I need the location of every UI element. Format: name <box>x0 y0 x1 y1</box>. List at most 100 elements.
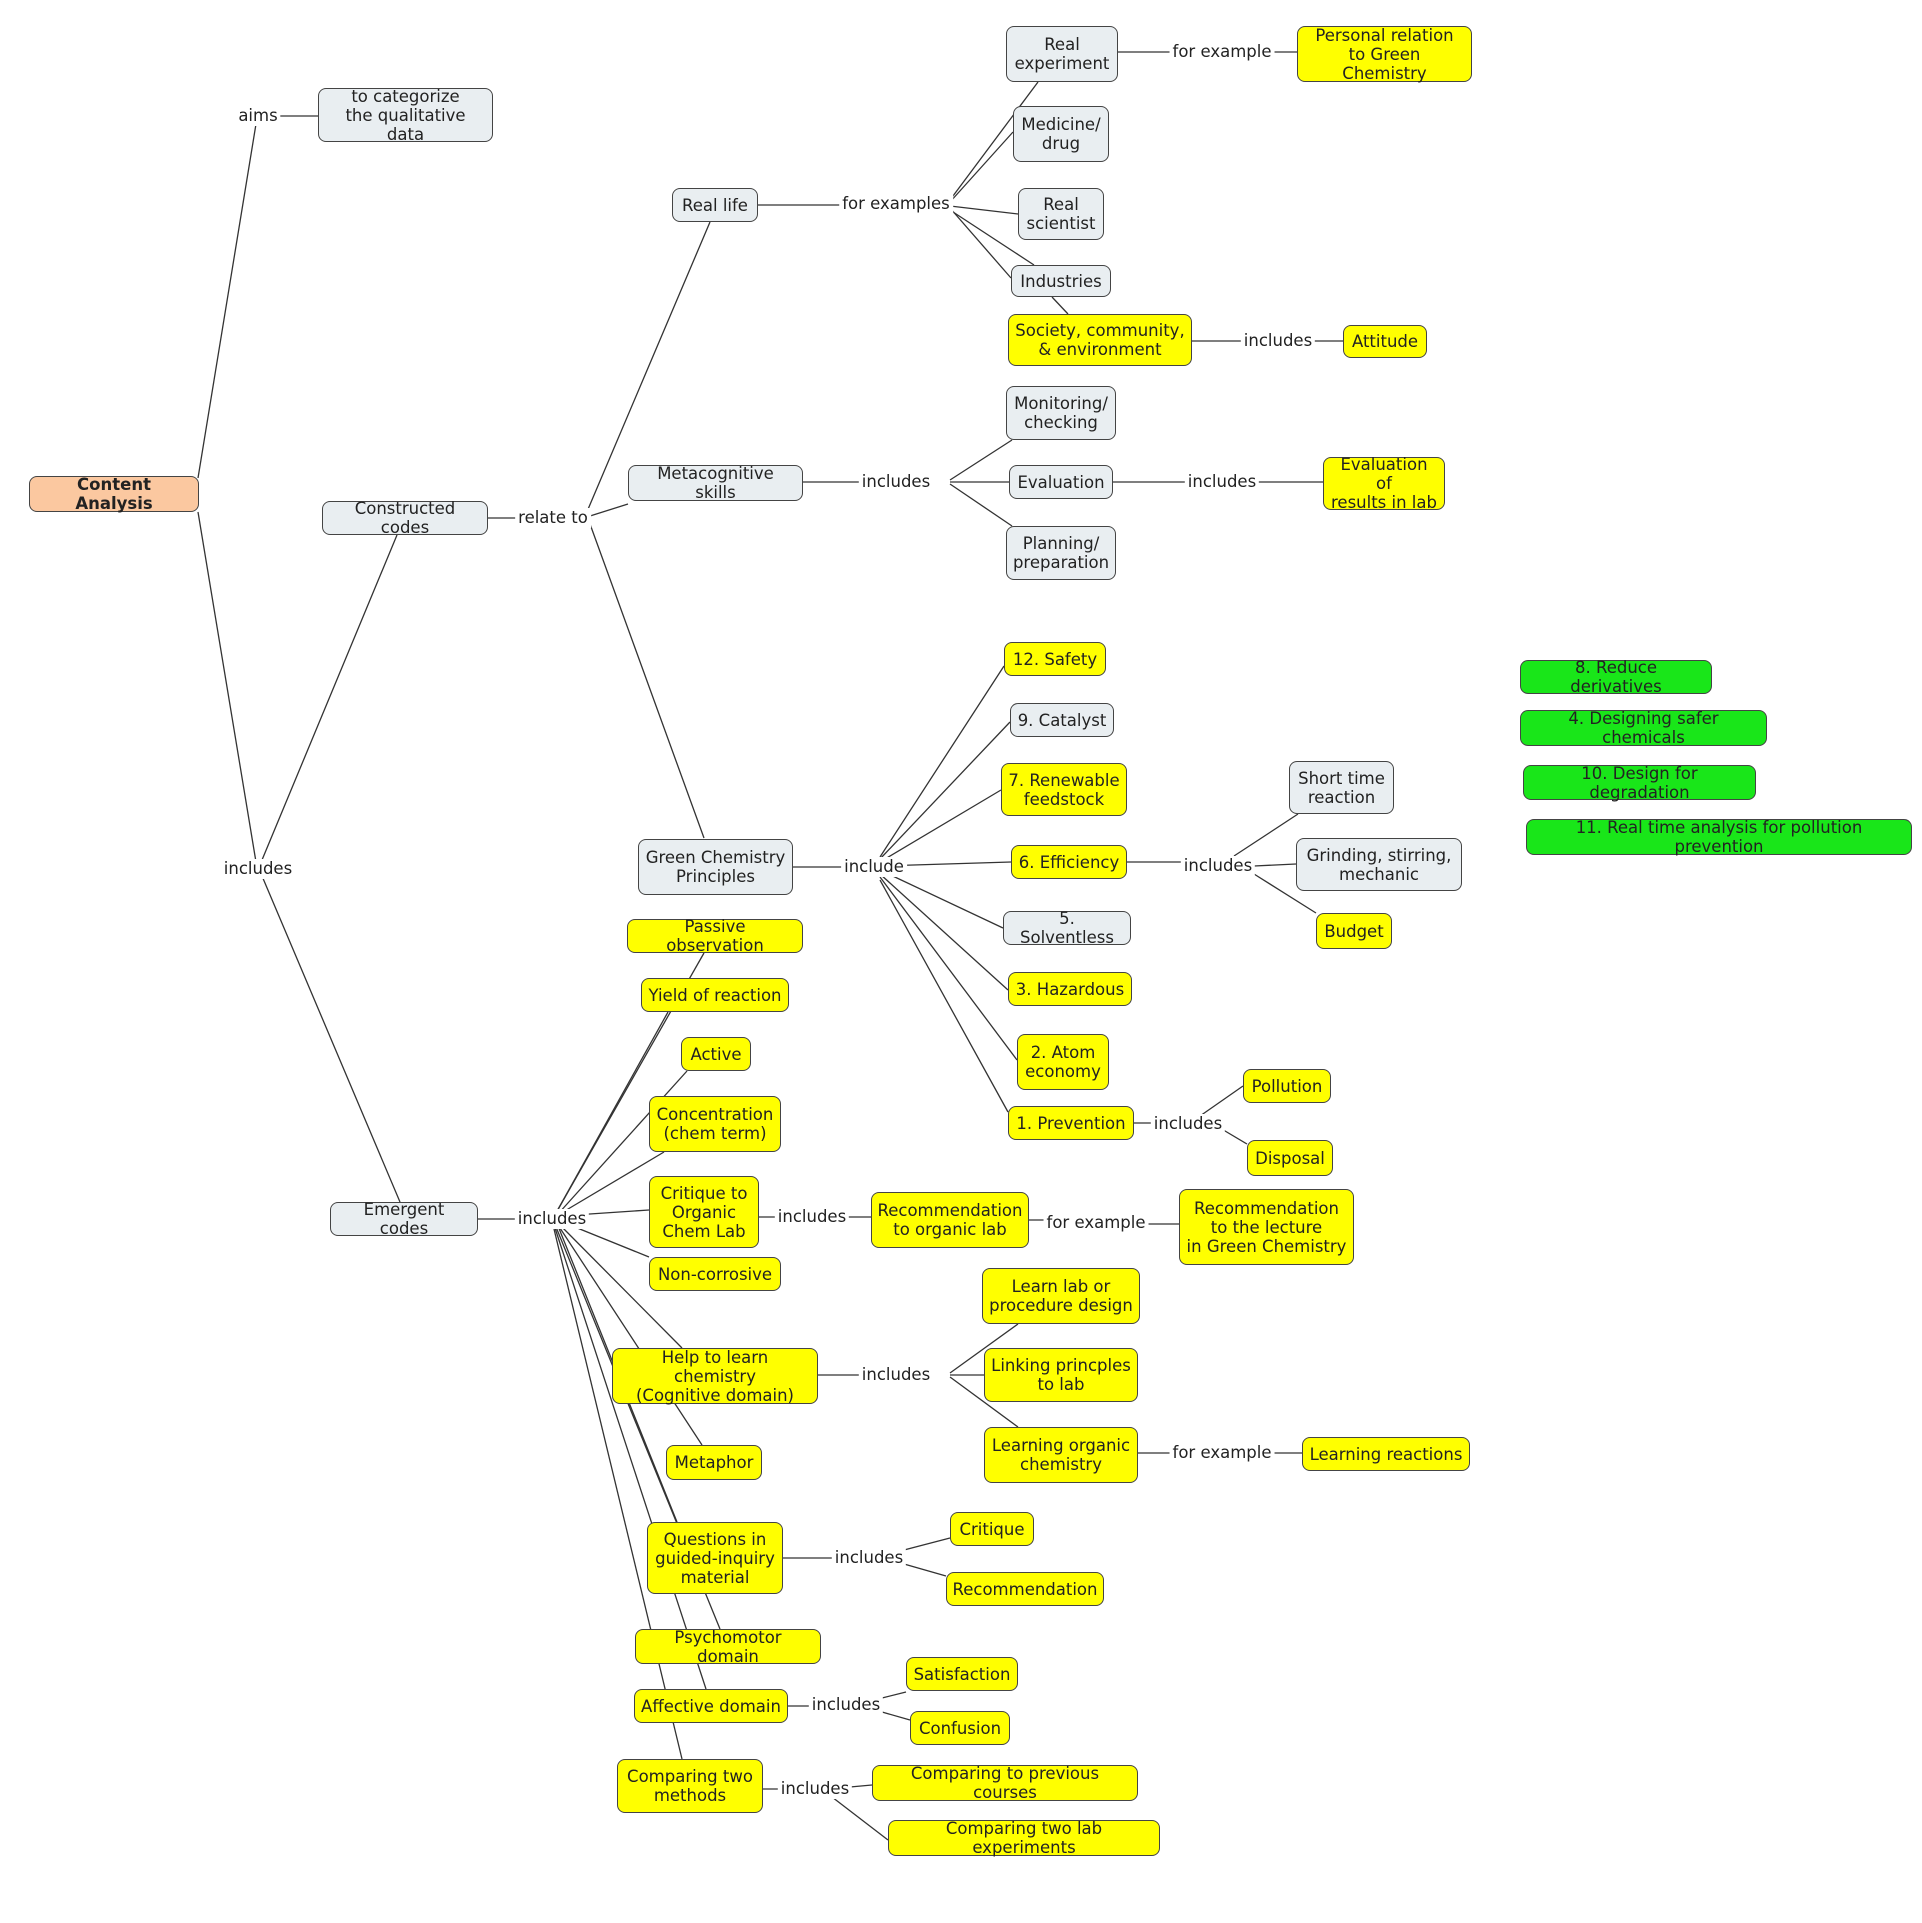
connector-line <box>949 131 1014 203</box>
concept-atom-economy[interactable]: 2. Atom economy <box>1017 1034 1109 1090</box>
concept-learning-reactions[interactable]: Learning reactions <box>1302 1437 1470 1471</box>
concept-gcp[interactable]: Green Chemistry Principles <box>638 839 793 895</box>
link-includes-affective: includes <box>808 1695 884 1715</box>
concept-recommendation[interactable]: Recommendation <box>946 1572 1104 1606</box>
concept-monitoring[interactable]: Monitoring/ checking <box>1006 386 1116 440</box>
concept-passive[interactable]: Passive observation <box>627 917 803 955</box>
connector-line <box>879 876 1018 1061</box>
link-includes-help: includes <box>858 1365 934 1385</box>
concept-grinding[interactable]: Grinding, stirring, mechanic <box>1296 838 1462 891</box>
concept-hazardous[interactable]: 3. Hazardous <box>1008 972 1132 1006</box>
concept-pollution[interactable]: Pollution <box>1243 1069 1331 1103</box>
connector-line <box>949 207 1012 279</box>
concept-critique[interactable]: Critique <box>950 1512 1034 1546</box>
concept-real-life[interactable]: Real life <box>672 188 758 222</box>
link-includes-meta: includes <box>858 472 934 492</box>
concept-disposal[interactable]: Disposal <box>1247 1140 1333 1176</box>
connector-line <box>555 1011 669 1214</box>
connector-line <box>881 1711 911 1721</box>
connector-line <box>949 1376 1019 1428</box>
link-includes-main: includes <box>220 859 296 879</box>
connector-line <box>1233 813 1299 857</box>
concept-recommendation-lab[interactable]: Recommendation to organic lab <box>871 1192 1029 1248</box>
connector-line <box>879 873 1009 991</box>
concept-evaluation[interactable]: Evaluation <box>1009 465 1113 499</box>
connector-line <box>879 789 1002 863</box>
concept-planning[interactable]: Planning/ preparation <box>1006 526 1116 580</box>
connector-line <box>949 209 1035 266</box>
link-includes-eval: includes <box>1184 472 1260 492</box>
concept-concentration[interactable]: Concentration (chem term) <box>649 1096 781 1152</box>
concept-emergent-codes[interactable]: Emergent codes <box>330 1200 478 1238</box>
concept-satisfaction[interactable]: Satisfaction <box>906 1657 1018 1691</box>
concept-recommendation-lecture[interactable]: Recommendation to the lecture in Green C… <box>1179 1189 1354 1265</box>
concept-active[interactable]: Active <box>681 1037 751 1071</box>
concept-industries[interactable]: Industries <box>1011 265 1111 297</box>
link-includes-critique: includes <box>774 1207 850 1227</box>
concept-degradation[interactable]: 10. Design for degradation <box>1523 764 1756 802</box>
concept-comparing-two[interactable]: Comparing two methods <box>617 1759 763 1813</box>
link-includes-questions: includes <box>831 1548 907 1568</box>
connector-line <box>879 879 1009 1113</box>
connector-line <box>585 221 711 515</box>
concept-learning-organic[interactable]: Learning organic chemistry <box>984 1427 1138 1483</box>
concept-safer-chemicals[interactable]: 4. Designing safer chemicals <box>1520 709 1767 747</box>
connector-line <box>557 1070 688 1215</box>
connector-line <box>261 534 398 861</box>
link-includes-eff: includes <box>1180 856 1256 876</box>
link-includes-emergent: includes <box>514 1209 590 1229</box>
concept-critique-organic[interactable]: Critique to Organic Chem Lab <box>649 1176 759 1248</box>
connector-line <box>1199 1085 1244 1117</box>
concept-personal-relation[interactable]: Personal relation to Green Chemistry <box>1297 26 1472 83</box>
concept-linking[interactable]: Linking princples to lab <box>984 1348 1138 1402</box>
concept-confusion[interactable]: Confusion <box>910 1711 1010 1745</box>
concept-society[interactable]: Society, community, & environment <box>1008 314 1192 366</box>
connector-line <box>879 665 1005 858</box>
link-aims: aims <box>235 106 281 126</box>
concept-safety[interactable]: 12. Safety <box>1004 642 1106 676</box>
concept-short-time[interactable]: Short time reaction <box>1289 761 1394 814</box>
link-for-example-learn: for example <box>1169 1443 1275 1463</box>
concept-affective[interactable]: Affective domain <box>634 1689 788 1723</box>
concept-budget[interactable]: Budget <box>1316 913 1392 949</box>
link-for-example-rec: for example <box>1043 1213 1149 1233</box>
connector-line <box>554 1227 707 1690</box>
connector-line <box>589 523 705 839</box>
concept-content-analysis[interactable]: Content Analysis <box>29 475 199 513</box>
concept-yield[interactable]: Yield of reaction <box>641 978 789 1012</box>
connector-line <box>949 483 1013 527</box>
concept-comparing-previous[interactable]: Comparing to previous courses <box>872 1764 1138 1802</box>
concept-metaphor[interactable]: Metaphor <box>666 1445 762 1480</box>
concept-evaluation-results[interactable]: Evaluation of results in lab <box>1323 455 1445 512</box>
concept-real-experiment[interactable]: Real experiment <box>1006 26 1118 82</box>
concept-comparing-lab[interactable]: Comparing two lab experiments <box>888 1819 1160 1857</box>
concept-psychomotor[interactable]: Psychomotor domain <box>635 1628 821 1666</box>
concept-questions[interactable]: Questions in guided-inquiry material <box>647 1522 783 1594</box>
concept-medicine[interactable]: Medicine/ drug <box>1013 106 1109 162</box>
concept-real-time[interactable]: 11. Real time analysis for pollution pre… <box>1526 818 1912 856</box>
concept-efficiency[interactable]: 6. Efficiency <box>1011 845 1127 879</box>
link-includes-prev: includes <box>1150 1114 1226 1134</box>
concept-metacognitive[interactable]: Metacognitive skills <box>628 464 803 502</box>
connector-line <box>949 205 1019 215</box>
concept-help-learn[interactable]: Help to learn chemistry (Cognitive domai… <box>612 1348 818 1405</box>
concept-constructed-codes[interactable]: Constructed codes <box>322 499 488 537</box>
concept-categorize[interactable]: to categorize the qualitative data <box>318 87 493 144</box>
concept-noncorrosive[interactable]: Non-corrosive <box>649 1257 781 1291</box>
connector-line <box>949 439 1013 481</box>
connector-line <box>557 1151 665 1216</box>
concept-solventless[interactable]: 5. Solventless <box>1003 909 1131 947</box>
concept-attitude[interactable]: Attitude <box>1343 325 1427 358</box>
connector-line <box>553 1228 683 1760</box>
concept-learn-lab-design[interactable]: Learn lab or procedure design <box>982 1268 1140 1324</box>
concept-real-scientist[interactable]: Real scientist <box>1018 188 1104 240</box>
connector-line <box>949 81 1039 201</box>
concept-catalyst[interactable]: 9. Catalyst <box>1010 703 1114 737</box>
concept-renewable[interactable]: 7. Renewable feedstock <box>1001 763 1127 816</box>
link-include-gcp: include <box>841 857 907 877</box>
concept-prevention[interactable]: 1. Prevention <box>1008 1106 1134 1140</box>
concept-reduce-derivatives[interactable]: 8. Reduce derivatives <box>1520 658 1712 696</box>
link-relate-to: relate to <box>515 508 591 528</box>
